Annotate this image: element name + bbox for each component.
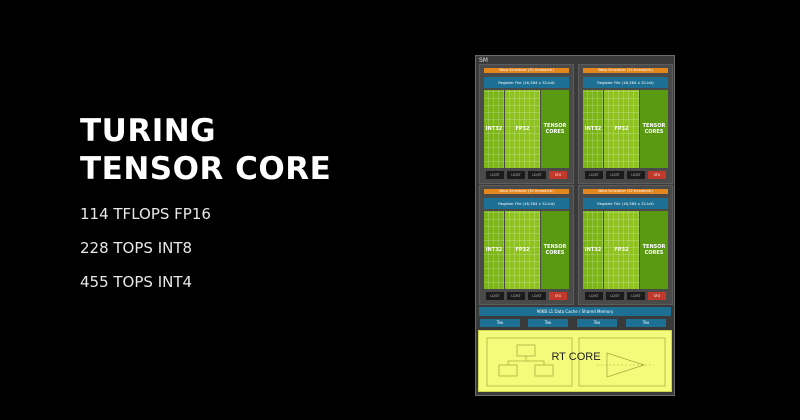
sfu-unit: SFU bbox=[648, 171, 666, 179]
bvh-panel bbox=[486, 337, 573, 387]
tensor-cores: TENSOR CORES bbox=[541, 90, 569, 168]
register-file: Register File (16,384 x 32-bit) bbox=[583, 198, 668, 209]
int32-cores: INT32 bbox=[484, 90, 504, 168]
register-file: Register File (16,384 x 32-bit) bbox=[583, 77, 668, 88]
l1-data-cache: 96KB L1 Data Cache / Shared Memory bbox=[479, 307, 671, 316]
triangle-panel bbox=[578, 337, 666, 387]
tree-node-icon bbox=[534, 364, 554, 377]
unit-row: LD/ST LD/ST LD/ST SFU bbox=[484, 171, 569, 179]
ldst-unit: LD/ST bbox=[486, 171, 504, 179]
ldst-unit: LD/ST bbox=[528, 292, 546, 300]
core-array: INT32 FP32 TENSOR CORES bbox=[484, 90, 569, 168]
ldst-unit: LD/ST bbox=[528, 171, 546, 179]
sm-quadrant: Warp Scheduler (32 thread/clk) Register … bbox=[479, 185, 574, 305]
sfu-unit: SFU bbox=[549, 292, 567, 300]
ldst-unit: LD/ST bbox=[606, 171, 624, 179]
tensor-cores: TENSOR CORES bbox=[640, 90, 668, 168]
tex-unit: Tex bbox=[528, 319, 568, 327]
unit-row: LD/ST LD/ST LD/ST SFU bbox=[583, 292, 668, 300]
spec-int4: 455 TOPS INT4 bbox=[80, 273, 193, 291]
cores-label: CORES bbox=[545, 250, 565, 256]
tex-unit: Tex bbox=[480, 319, 520, 327]
warp-scheduler: Warp Scheduler (32 thread/clk) bbox=[484, 68, 569, 73]
core-array: INT32 FP32 TENSOR CORES bbox=[583, 90, 668, 168]
warp-scheduler: Warp Scheduler (32 thread/clk) bbox=[583, 68, 668, 73]
sfu-unit: SFU bbox=[549, 171, 567, 179]
ldst-unit: LD/ST bbox=[585, 292, 603, 300]
rt-core-label: RT CORE bbox=[551, 351, 601, 363]
ldst-unit: LD/ST bbox=[507, 292, 525, 300]
tree-node-icon bbox=[498, 364, 518, 377]
slide-title: TURING TENSOR CORE bbox=[80, 112, 331, 188]
title-line-1: TURING bbox=[80, 113, 217, 149]
int32-cores: INT32 bbox=[583, 211, 603, 289]
ldst-unit: LD/ST bbox=[585, 171, 603, 179]
tensor-cores: TENSOR CORES bbox=[541, 211, 569, 289]
tensor-label: TENSOR bbox=[642, 123, 666, 129]
register-file: Register File (16,384 x 32-bit) bbox=[484, 77, 569, 88]
sm-label: SM bbox=[479, 57, 488, 64]
sm-quadrant: Warp Scheduler (32 thread/clk) Register … bbox=[578, 185, 673, 305]
cores-label: CORES bbox=[644, 129, 664, 135]
int32-cores: INT32 bbox=[583, 90, 603, 168]
warp-scheduler: Warp Scheduler (32 thread/clk) bbox=[484, 189, 569, 194]
cores-label: CORES bbox=[545, 129, 565, 135]
spec-list: 114 TFLOPS FP16 228 TOPS INT8 455 TOPS I… bbox=[80, 204, 211, 306]
tensor-label: TENSOR bbox=[543, 123, 567, 129]
title-line-2: TENSOR CORE bbox=[80, 151, 332, 187]
sfu-unit: SFU bbox=[648, 292, 666, 300]
fp32-cores: FP32 bbox=[505, 90, 540, 168]
core-array: INT32 FP32 TENSOR CORES bbox=[484, 211, 569, 289]
tex-unit: Tex bbox=[577, 319, 617, 327]
spec-fp16: 114 TFLOPS FP16 bbox=[80, 205, 211, 223]
ldst-unit: LD/ST bbox=[627, 171, 645, 179]
ldst-unit: LD/ST bbox=[627, 292, 645, 300]
warp-scheduler: Warp Scheduler (32 thread/clk) bbox=[583, 189, 668, 194]
tex-unit: Tex bbox=[626, 319, 666, 327]
core-array: INT32 FP32 TENSOR CORES bbox=[583, 211, 668, 289]
cores-label: CORES bbox=[644, 250, 664, 256]
fp32-cores: FP32 bbox=[505, 211, 540, 289]
unit-row: LD/ST LD/ST LD/ST SFU bbox=[583, 171, 668, 179]
tensor-cores: TENSOR CORES bbox=[640, 211, 668, 289]
fp32-cores: FP32 bbox=[604, 211, 639, 289]
tree-edges bbox=[507, 356, 545, 365]
ldst-unit: LD/ST bbox=[507, 171, 525, 179]
fp32-cores: FP32 bbox=[604, 90, 639, 168]
sm-quadrant: Warp Scheduler (32 thread/clk) Register … bbox=[479, 64, 574, 184]
rt-core-block: RT CORE bbox=[478, 330, 672, 392]
tensor-label: TENSOR bbox=[642, 244, 666, 250]
int32-cores: INT32 bbox=[484, 211, 504, 289]
sm-block-diagram: SM Warp Scheduler (32 thread/clk) Regist… bbox=[475, 55, 675, 396]
sm-quadrant: Warp Scheduler (32 thread/clk) Register … bbox=[578, 64, 673, 184]
ldst-unit: LD/ST bbox=[606, 292, 624, 300]
tensor-label: TENSOR bbox=[543, 244, 567, 250]
ldst-unit: LD/ST bbox=[486, 292, 504, 300]
register-file: Register File (16,384 x 32-bit) bbox=[484, 198, 569, 209]
unit-row: LD/ST LD/ST LD/ST SFU bbox=[484, 292, 569, 300]
rt-core-graphic bbox=[486, 337, 666, 387]
spec-int8: 228 TOPS INT8 bbox=[80, 239, 193, 257]
